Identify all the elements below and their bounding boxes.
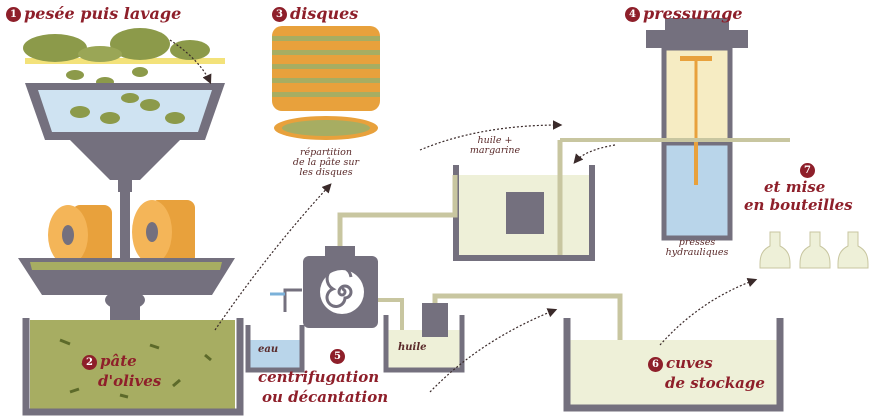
oil-margarine-line2: margarine [455,146,535,156]
arrow-to-bottles [660,280,755,345]
step4-note-line2: hydrauliques [660,248,734,258]
step3-text: disques [290,4,358,23]
step1-number: 1 [6,7,21,22]
step6-number: 6 [648,357,663,372]
step6-line1: cuves [666,354,713,372]
step4-number: 4 [625,7,640,22]
step6-line2: de stockage [665,376,765,391]
step5-number: 5 [330,349,345,364]
step7-number: 7 [800,163,815,178]
oil-margarine-tank [456,140,592,258]
step5-line2: ou décantation [262,390,388,405]
bottles [760,232,868,268]
step4-note: presses hydrauliques [660,238,734,258]
step2-line2: d'olives [98,374,161,389]
step2-number: 2 [82,355,97,370]
step1-text: pesée puis lavage [24,4,181,23]
millstones [48,190,195,265]
oil-margarine-label: huile + margarine [455,136,535,156]
step2-line1: pâte [100,352,137,370]
washing-hopper [25,83,225,192]
step3-note: répartition de la pâte sur les disques [278,148,374,178]
step3-note-line3: les disques [278,168,374,178]
step7-line2: en bouteilles [744,198,853,213]
step7-line1: et mise [764,180,825,195]
step3-number: 3 [272,7,287,22]
water-tank-label: eau [258,344,278,355]
disc-stack [272,26,380,140]
olive-pile [23,28,225,87]
step5-label: centrifugation [258,370,379,385]
oil-tank-label: huile [398,342,427,353]
step5-number-wrap: 5 [330,348,348,364]
step7-number-wrap: 7 [800,162,818,178]
step5-line1: centrifugation [258,368,379,386]
arrow-to-oil-tank [575,145,615,162]
step4-text: pressurage [643,4,743,23]
